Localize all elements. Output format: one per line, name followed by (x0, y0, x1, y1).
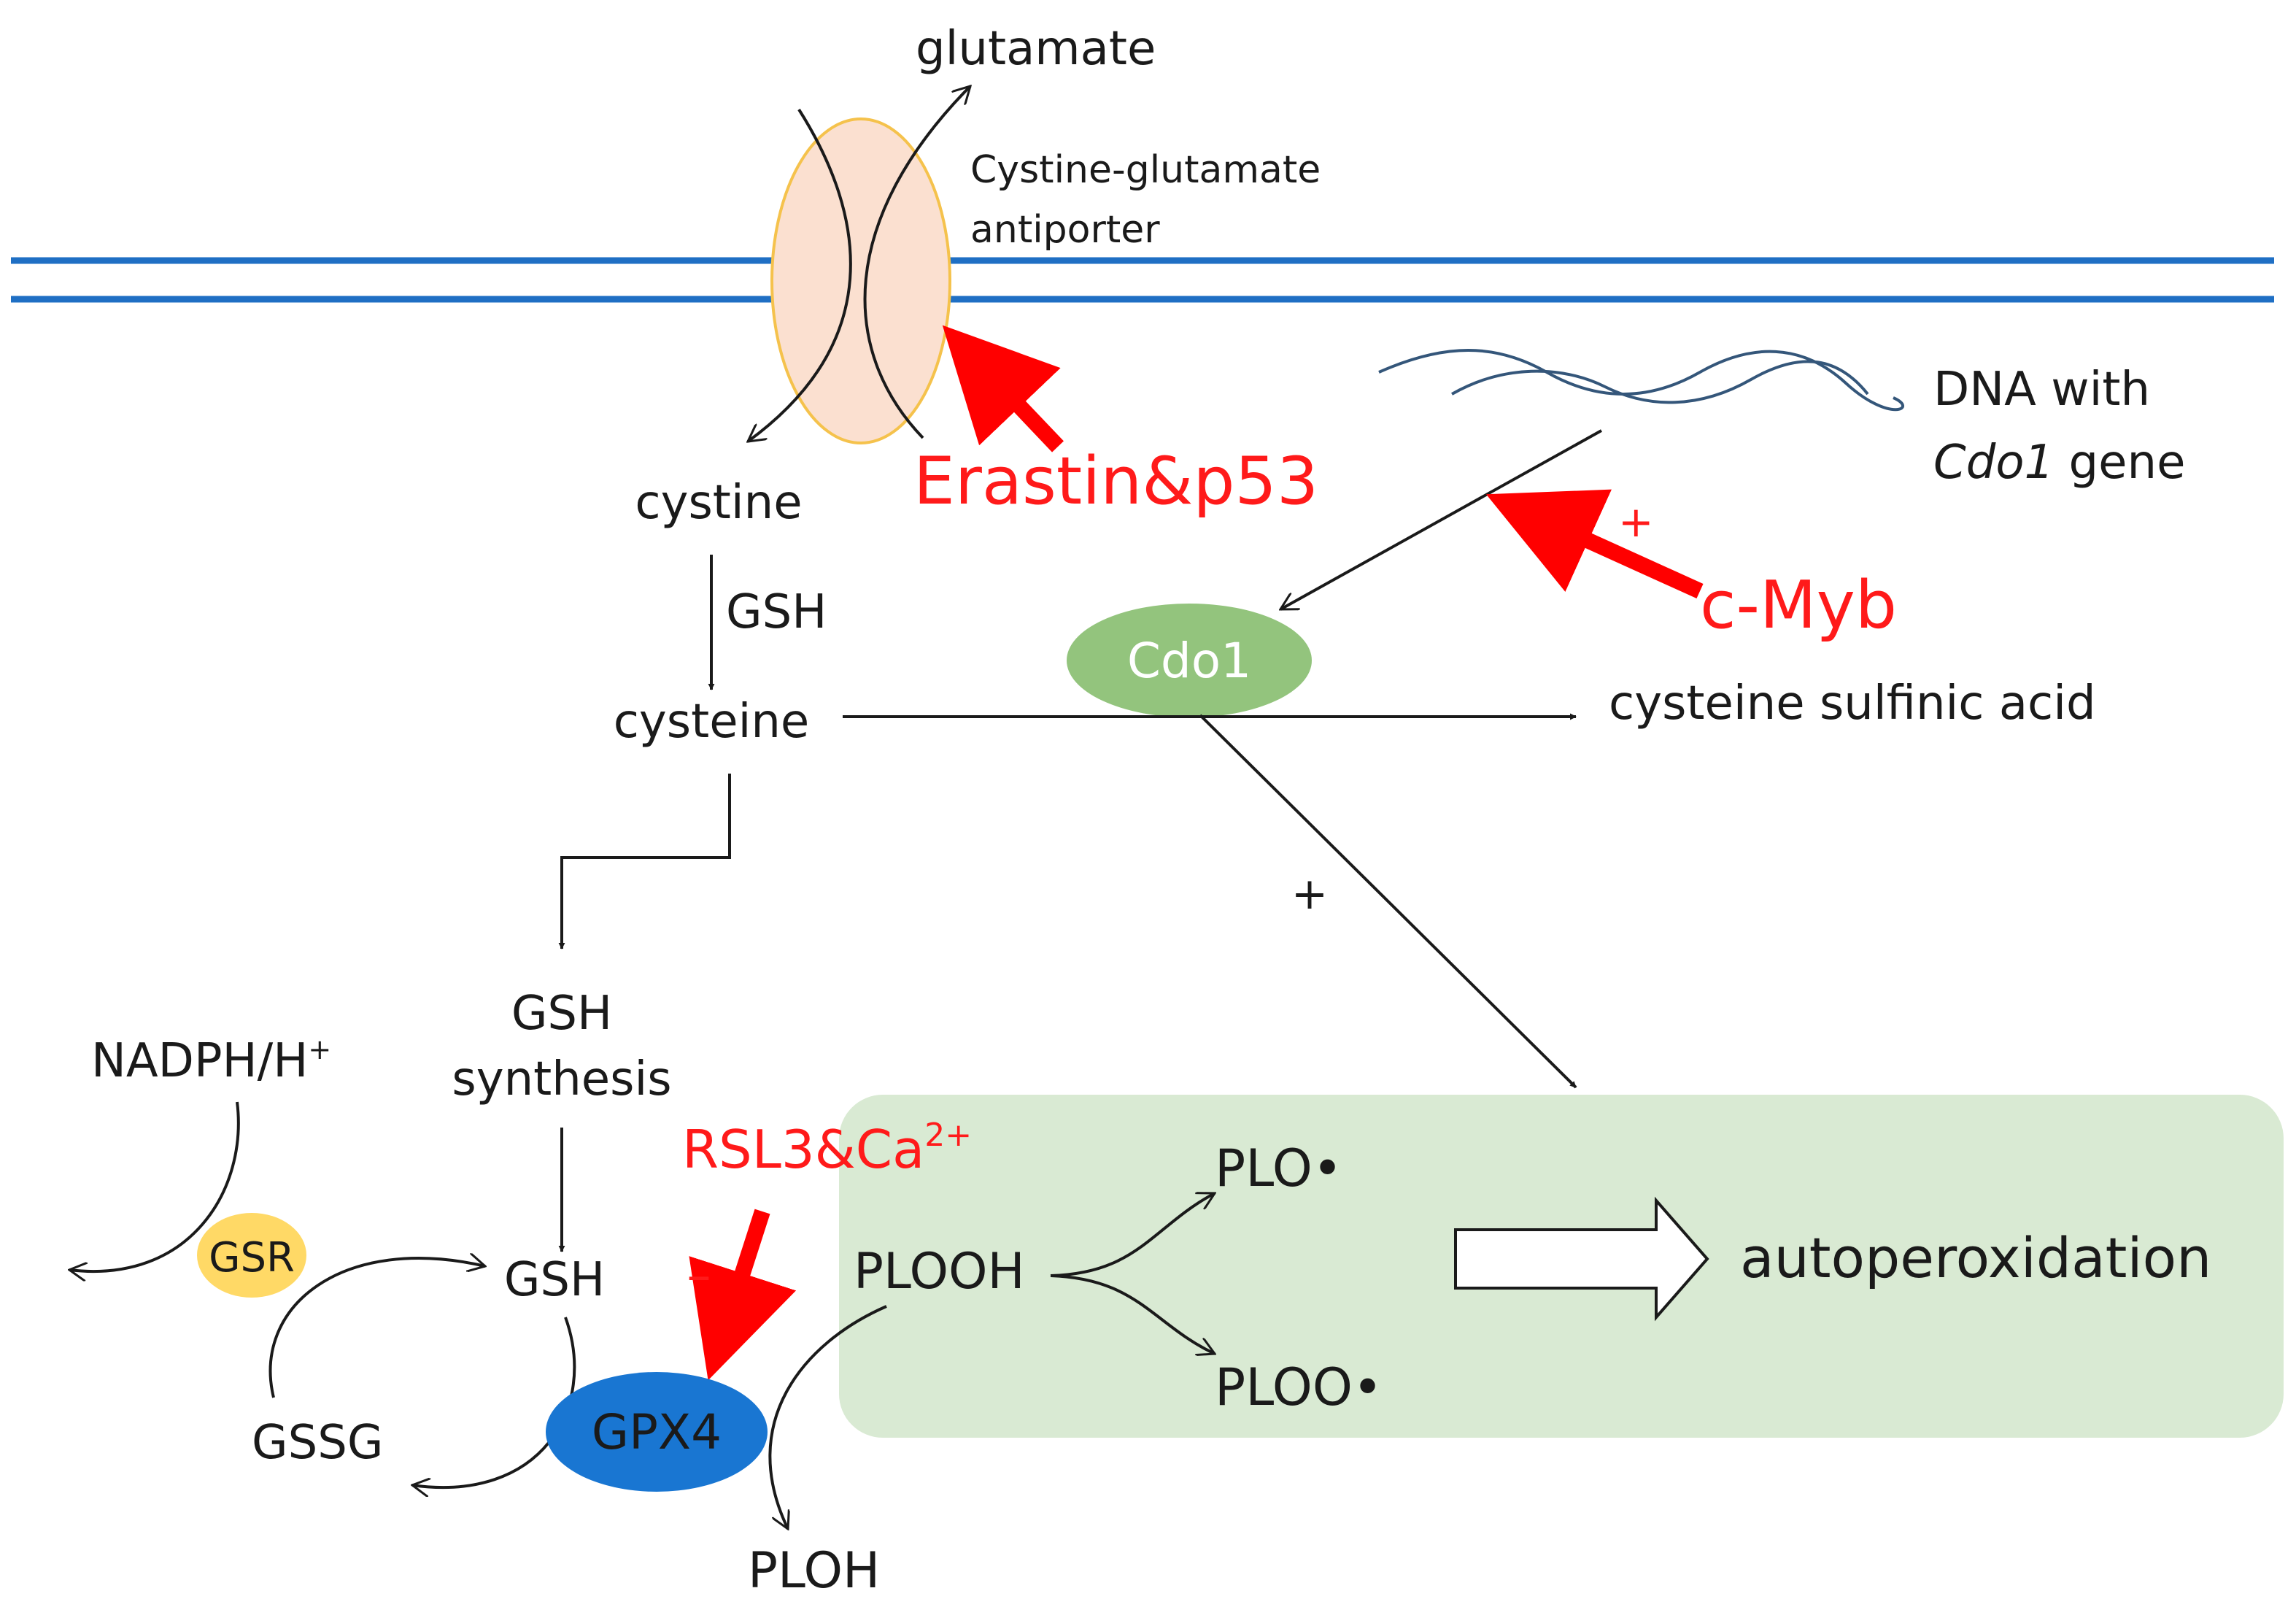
erastin-inhibition-arrow (942, 325, 1064, 452)
antiporter-cystine-arrow (748, 108, 852, 442)
cystine-label: cystine (635, 476, 802, 530)
plooh-to-ploh-arrow (768, 1305, 887, 1529)
erastin-label: Erastin&p53 (913, 443, 1318, 520)
gsr-enzyme (197, 1213, 306, 1298)
ploo-radical-label: PLOO• (1215, 1357, 1383, 1417)
dna-label-line1: DNA with (1933, 363, 2150, 417)
gssg-label: GSSG (252, 1416, 383, 1470)
antiporter-shape (770, 117, 951, 444)
autoperoxidation-block-arrow (1454, 1196, 1709, 1322)
dna-label-gene-suffix: gene (2054, 436, 2185, 490)
cdo1-gene-name: Cdo1 (1933, 436, 2054, 490)
plooh-to-plo-arrow (1050, 1193, 1215, 1277)
nadph-label-superscript: + (308, 1033, 331, 1066)
gpx4-enzyme (546, 1372, 768, 1492)
dna-strand-2 (1451, 360, 1869, 404)
plooh-label: PLOOH (854, 1243, 1025, 1301)
antiporter-label-line2: antiporter (970, 208, 1160, 252)
gsh-cofactor-label: GSH (726, 585, 827, 639)
rsl3-inhibition-arrow (689, 1209, 797, 1381)
plooh-to-ploo-arrow (1050, 1274, 1215, 1354)
nadph-label: NADPH/H+ (91, 1033, 331, 1088)
gsh-synthesis-line1: GSH (511, 987, 612, 1041)
cdo1-to-lipid-arrow (1199, 714, 1577, 1089)
cmyb-sign: + (1618, 497, 1654, 547)
cysteine-to-gsh-synthesis-arrow (558, 774, 731, 949)
nadph-label-text: NADPH/H (91, 1034, 308, 1088)
cdo1-label: Cdo1 (1127, 633, 1251, 689)
cdo1-plus-sign: + (1291, 868, 1328, 920)
glutamate-label: glutamate (916, 22, 1156, 76)
cmyb-label: c-Myb (1700, 567, 1897, 644)
antiporter-label-line1: Cystine-glutamate (970, 148, 1321, 192)
rsl3-label: RSL3&Ca2+ (682, 1117, 972, 1180)
gssg-to-gsh-arrow (268, 1258, 485, 1398)
rsl3-label-superscript: 2+ (924, 1117, 972, 1154)
dna-to-cdo1-arrow (1280, 429, 1602, 611)
dna-label-line2: Cdo1 gene (1933, 436, 2185, 490)
dna-strand-1 (1378, 349, 1904, 412)
rsl3-label-text: RSL3&Ca (682, 1119, 924, 1180)
gpx4-label: GPX4 (592, 1404, 722, 1460)
gsr-label: GSR (209, 1234, 295, 1282)
antiporter-glutamate-arrow (863, 86, 970, 439)
rsl3-sign: – (687, 1247, 711, 1303)
ploh-label: PLOH (748, 1542, 880, 1599)
cysteine-label: cysteine (614, 695, 810, 749)
autoperoxidation-label: autoperoxidation (1740, 1225, 2211, 1290)
cdo1-enzyme (1067, 604, 1312, 717)
nadph-to-nadp-arrow (69, 1101, 240, 1271)
gsh-to-gssg-arrow (412, 1317, 576, 1487)
sulfinic-acid-label: cysteine sulfinic acid (1609, 677, 2096, 731)
plo-radical-label: PLO• (1215, 1138, 1342, 1198)
gsh-label: GSH (504, 1253, 605, 1307)
gsh-synthesis-line2: synthesis (452, 1052, 671, 1106)
cmyb-activation-arrow (1485, 489, 1704, 599)
